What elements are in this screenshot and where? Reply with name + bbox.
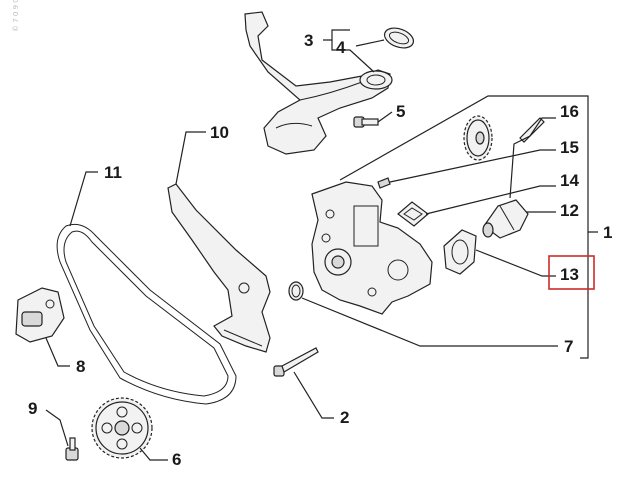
small-pin-part[interactable] bbox=[377, 177, 391, 189]
chain-guide-part[interactable] bbox=[167, 183, 271, 353]
callout-12: 12 bbox=[560, 201, 579, 220]
callout-11: 11 bbox=[104, 163, 122, 182]
callout-labels: 3 4 5 10 11 8 9 6 2 7 1 16 15 14 12 13 bbox=[28, 31, 612, 469]
callout-3: 3 bbox=[304, 31, 313, 50]
timing-chain-part[interactable] bbox=[56, 223, 237, 405]
pin-part[interactable] bbox=[519, 117, 545, 143]
callout-1: 1 bbox=[603, 223, 612, 242]
callout-7: 7 bbox=[564, 337, 573, 356]
callout-15: 15 bbox=[560, 138, 579, 157]
sprocket-bolt-part[interactable] bbox=[65, 437, 79, 461]
small-o-ring-part[interactable] bbox=[288, 281, 304, 301]
gasket-part[interactable] bbox=[397, 201, 429, 227]
oil-pump-body-part[interactable] bbox=[311, 181, 433, 315]
oil-pickup-pipe-part[interactable] bbox=[244, 11, 393, 155]
long-bolt-part[interactable] bbox=[273, 347, 319, 377]
pump-gear-part[interactable] bbox=[463, 115, 493, 161]
callout-14: 14 bbox=[560, 171, 579, 190]
crank-sprocket-part[interactable] bbox=[91, 397, 153, 459]
o-ring-part[interactable] bbox=[382, 24, 416, 51]
pump-cover-part[interactable] bbox=[443, 229, 477, 275]
small-bolt-part[interactable] bbox=[353, 116, 379, 128]
callout-13: 13 bbox=[560, 265, 579, 284]
callout-8: 8 bbox=[76, 357, 85, 376]
callout-5: 5 bbox=[396, 102, 405, 121]
watermark-text: © 7 0 9 0 © bbox=[12, 0, 20, 32]
callout-6: 6 bbox=[172, 450, 181, 469]
relief-valve-part[interactable] bbox=[482, 199, 529, 239]
callout-4: 4 bbox=[336, 38, 346, 57]
callout-10: 10 bbox=[210, 123, 229, 142]
highlight-box-13 bbox=[548, 255, 595, 290]
callout-2: 2 bbox=[340, 408, 349, 427]
callout-9: 9 bbox=[28, 399, 37, 418]
chain-tensioner-part[interactable] bbox=[15, 287, 65, 343]
leader-lines bbox=[45, 29, 598, 461]
callout-16: 16 bbox=[560, 102, 579, 121]
